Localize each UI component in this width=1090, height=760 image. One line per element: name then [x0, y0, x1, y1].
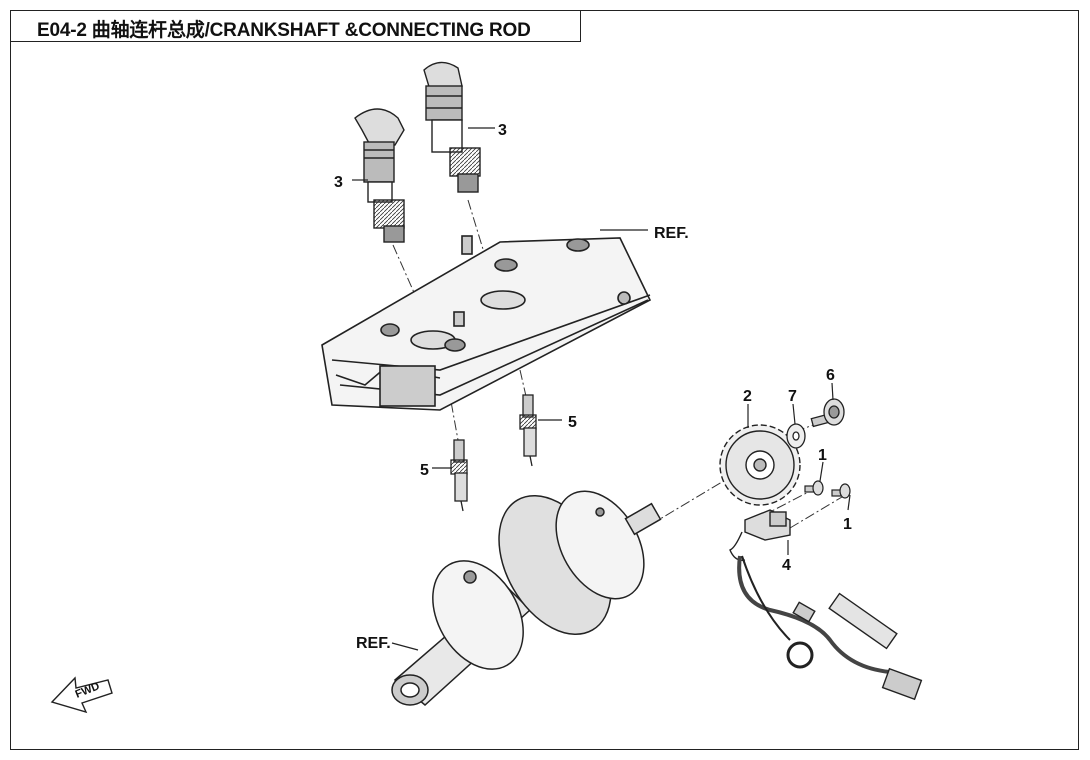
sprocket-2 — [719, 424, 801, 506]
callout-3-left: 3 — [334, 174, 343, 191]
page-title: E04-2 曲轴连杆总成/CRANKSHAFT &CONNECTING ROD — [37, 20, 531, 41]
callout-5-right: 5 — [568, 414, 577, 431]
callout-2: 2 — [743, 388, 752, 405]
callout-4: 4 — [782, 557, 791, 574]
callout-1-upper: 1 — [818, 447, 827, 464]
callout-ref-cover: REF. — [654, 225, 689, 242]
ignition-coil-right — [423, 61, 481, 193]
callout-5-left: 5 — [420, 462, 429, 479]
crank-sensor-4 — [729, 509, 923, 701]
callout-1-lower: 1 — [843, 516, 852, 533]
title-box: E04-2 曲轴连杆总成/CRANKSHAFT &CONNECTING ROD — [10, 10, 581, 42]
fwd-arrow: FWD — [50, 676, 113, 714]
ignition-coil-left — [354, 108, 405, 243]
callout-ref-crank: REF. — [356, 635, 391, 652]
valve-cover — [321, 235, 652, 411]
flange-bolt-6 — [810, 398, 845, 428]
spark-plug-left — [450, 439, 468, 512]
callout-6: 6 — [826, 367, 835, 384]
spark-plug-right — [519, 394, 537, 467]
crankshaft — [391, 490, 662, 706]
bolt-1-lower — [831, 483, 851, 499]
washer-7 — [786, 423, 806, 449]
bolt-1-upper — [804, 480, 824, 496]
callout-3-right: 3 — [498, 122, 507, 139]
callout-7: 7 — [788, 388, 797, 405]
leader-lines — [352, 127, 851, 651]
